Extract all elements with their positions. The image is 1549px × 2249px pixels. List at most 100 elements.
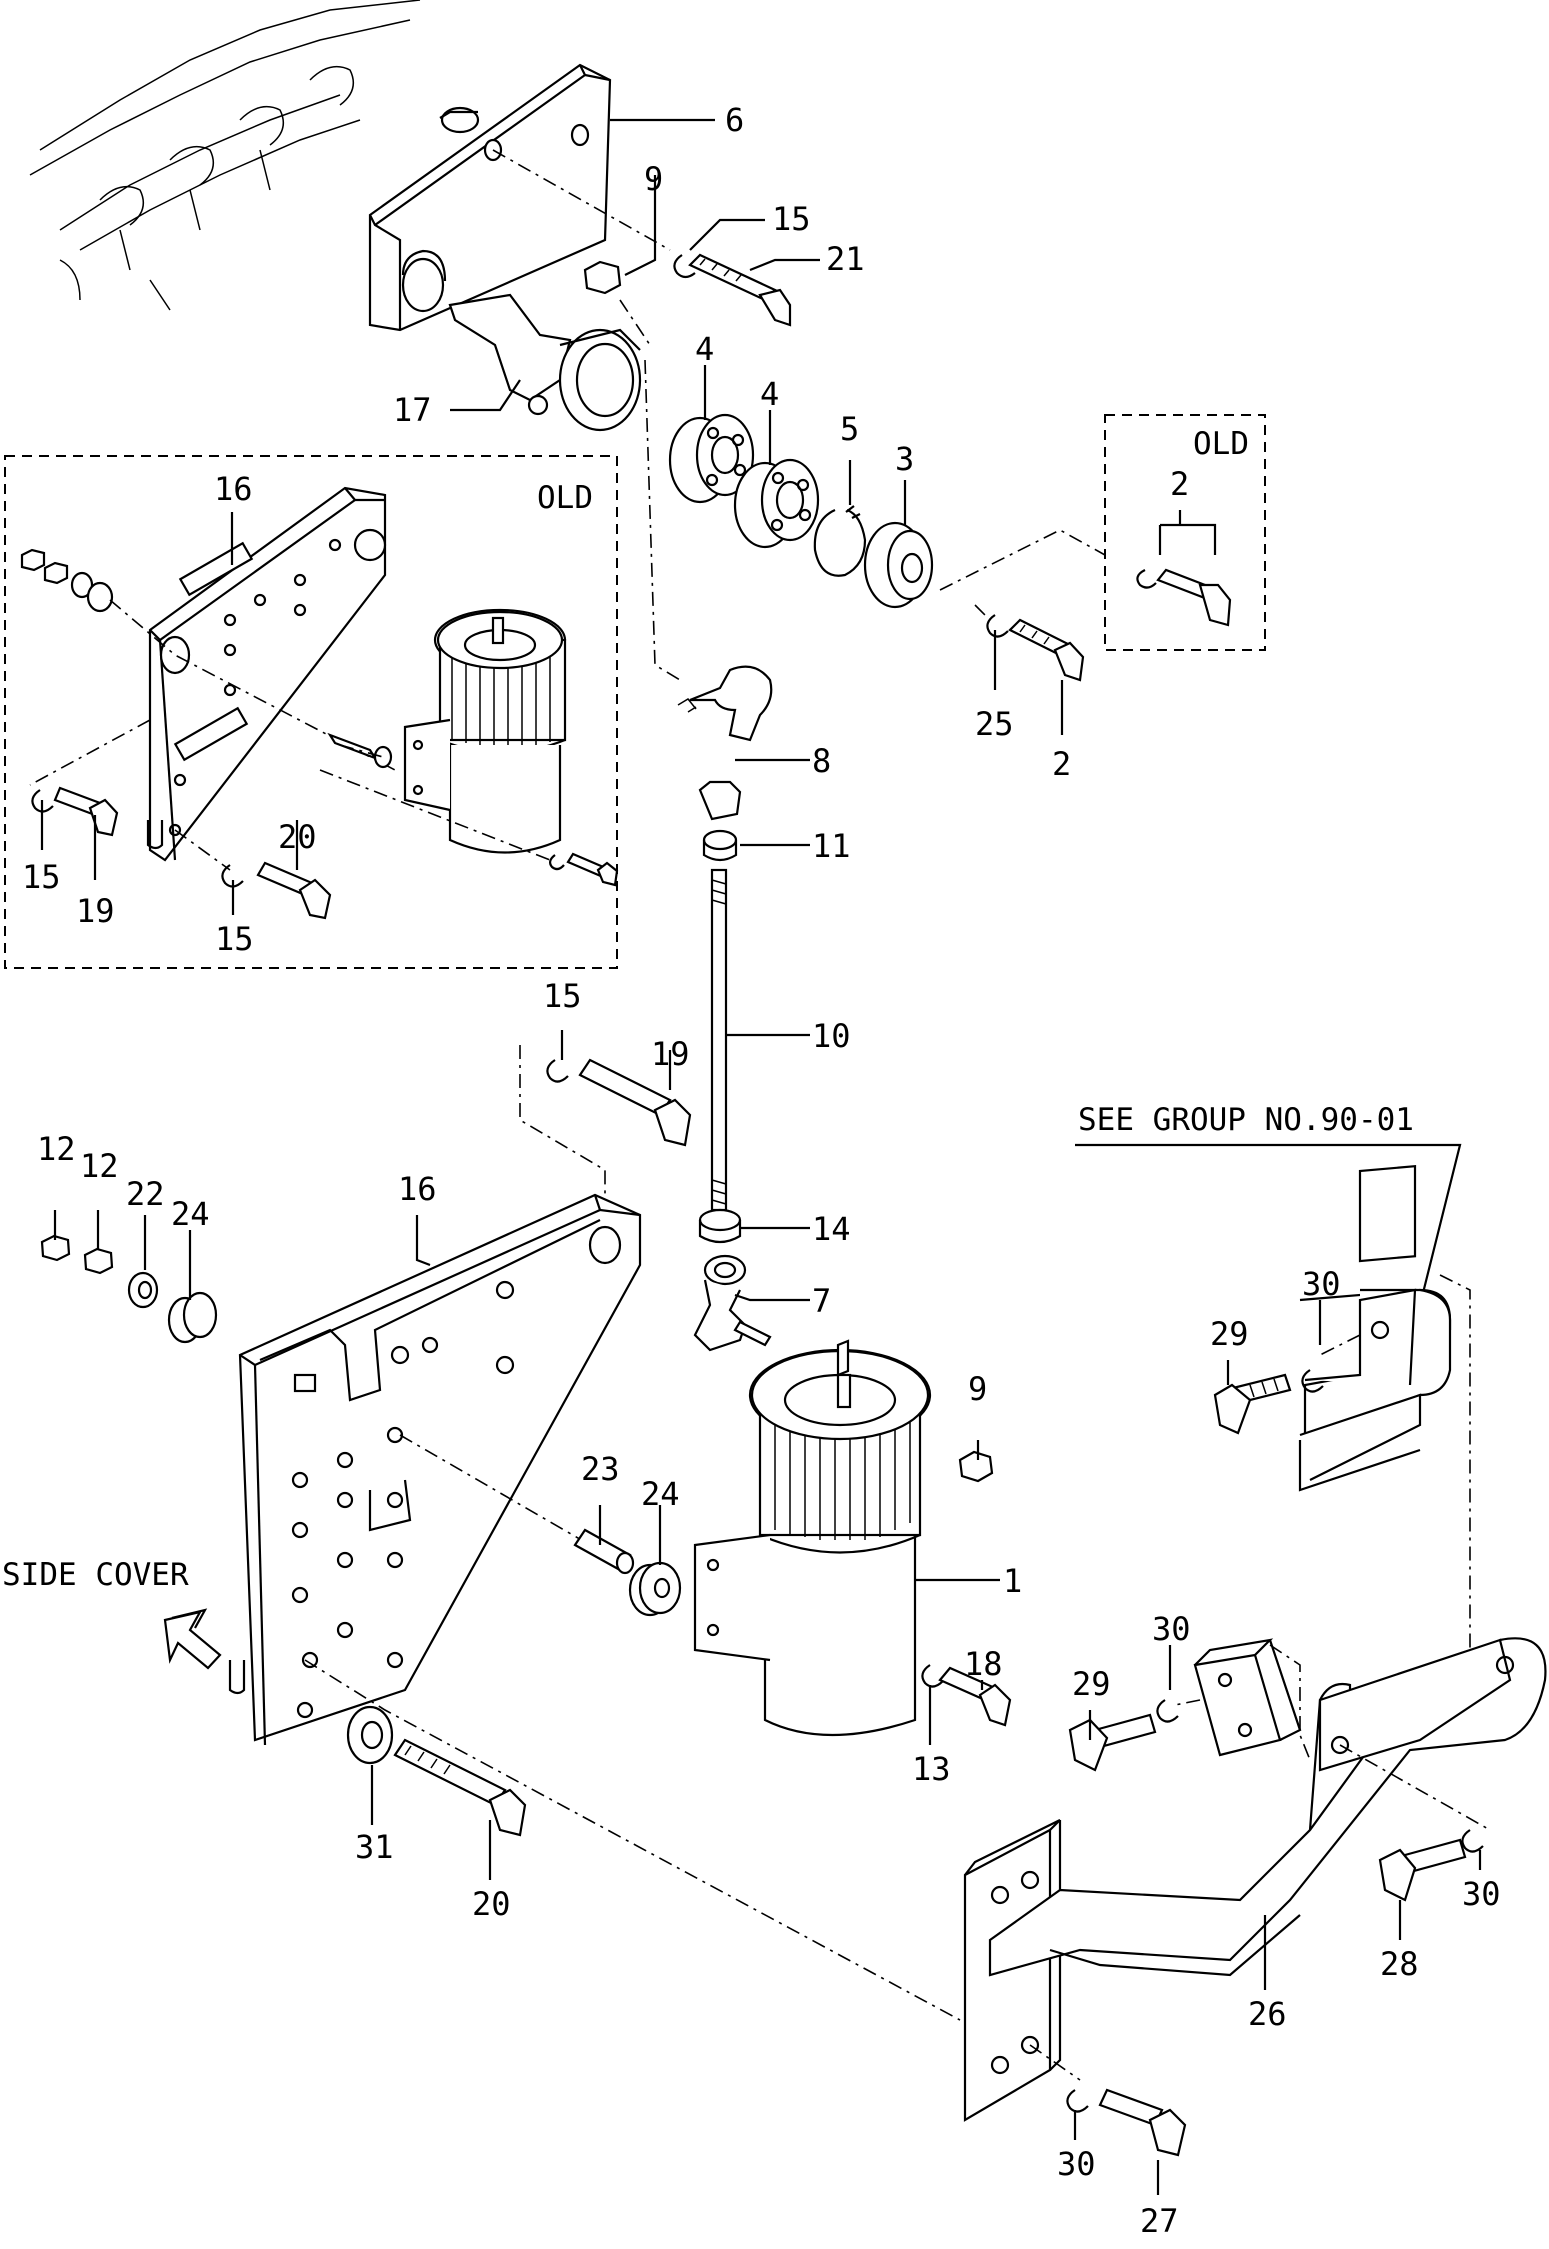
side-cover-note: SIDE COVER <box>2 1557 189 1593</box>
label-25: 25 <box>975 705 1014 743</box>
dashline-6 <box>492 149 671 251</box>
old-note-top: OLD <box>1193 426 1249 462</box>
nut-9-top <box>583 260 622 295</box>
label-26: 26 <box>1248 1995 1287 2033</box>
label-4a: 4 <box>695 330 714 368</box>
label-17: 17 <box>393 391 432 429</box>
cap-3 <box>863 521 934 609</box>
old-box-left <box>4 455 619 969</box>
bolt-18 <box>938 1666 1012 1727</box>
washer-22 <box>127 1271 159 1309</box>
label-30a: 30 <box>1302 1265 1341 1303</box>
label-12b: 12 <box>80 1147 119 1185</box>
label-15-top: 15 <box>772 200 811 238</box>
label-18: 18 <box>964 1645 1003 1683</box>
label-16: 16 <box>398 1170 437 1208</box>
rod-10 <box>710 868 728 1212</box>
bolt-29b <box>1068 1713 1157 1772</box>
bracket-plate-16 <box>228 1193 642 1746</box>
label-15-old-a: 15 <box>22 858 61 896</box>
label-29a: 29 <box>1210 1315 1249 1353</box>
label-27: 27 <box>1140 2202 1179 2240</box>
bolt-21 <box>688 253 792 327</box>
pin-23 <box>573 1528 635 1575</box>
label-24a: 24 <box>171 1195 210 1233</box>
dashline-plate <box>1269 1644 1311 1761</box>
label-20-old: 20 <box>278 818 317 856</box>
label-14: 14 <box>812 1210 851 1248</box>
actuator-1 <box>693 1339 932 1737</box>
label-5: 5 <box>840 410 859 448</box>
label-31: 31 <box>355 1828 394 1866</box>
snap-ring-30d <box>1066 2089 1089 2113</box>
label-28: 28 <box>1380 1945 1419 1983</box>
rod-end-7 <box>693 1254 772 1352</box>
label-15-old-b: 15 <box>215 920 254 958</box>
label-7: 7 <box>812 1282 831 1320</box>
label-11: 11 <box>812 827 851 865</box>
old-note-left: OLD <box>537 480 593 516</box>
label-13: 13 <box>912 1750 951 1788</box>
bolt-19 <box>578 1058 692 1147</box>
snap-ring-30c <box>1461 1829 1484 1853</box>
label-30b: 30 <box>1152 1610 1191 1648</box>
label-22: 22 <box>126 1175 165 1213</box>
bracket-plate-6 <box>368 63 612 332</box>
bracket-ref-upper <box>1298 1165 1452 1492</box>
label-24b: 24 <box>641 1475 680 1513</box>
label-15-mid: 15 <box>543 977 582 1015</box>
dashline-30d <box>1029 2044 1081 2081</box>
label-2-old: 2 <box>1170 465 1189 503</box>
label-29b: 29 <box>1072 1665 1111 1703</box>
engine-block-outline <box>29 0 421 311</box>
bracket-26 <box>963 1637 1547 2122</box>
dashline-25 <box>974 604 991 621</box>
washer-31 <box>346 1705 394 1765</box>
bolt-2 <box>1008 618 1085 682</box>
plate-30b <box>1193 1638 1302 1757</box>
label-2: 2 <box>1052 745 1071 783</box>
side-cover-arrow <box>163 1608 222 1670</box>
nut-9-mid <box>958 1450 994 1483</box>
snap-ring-15-mid <box>546 1059 569 1083</box>
snap-ring-30a <box>1301 1369 1324 1393</box>
lever-arm-17 <box>448 293 642 432</box>
label-4b: 4 <box>760 375 779 413</box>
bolt-27 <box>1098 2088 1187 2157</box>
label-19-old: 19 <box>76 892 115 930</box>
spacer-24a <box>167 1291 218 1344</box>
spacer-24b <box>628 1561 682 1617</box>
label-9-mid: 9 <box>968 1370 987 1408</box>
see-group-note: SEE GROUP NO.90-01 <box>1078 1102 1414 1138</box>
dashline-9 <box>619 299 651 346</box>
label-20: 20 <box>472 1885 511 1923</box>
label-21: 21 <box>826 240 865 278</box>
rod-end-8 <box>677 665 773 821</box>
label-9-top: 9 <box>644 160 663 198</box>
bolt-28 <box>1378 1838 1467 1902</box>
dashline-3 <box>939 529 1106 591</box>
nut-12b <box>83 1247 114 1275</box>
dashline-23 <box>399 1434 591 1546</box>
label-1: 1 <box>1003 1562 1022 1600</box>
label-16-old: 16 <box>214 470 253 508</box>
label-19: 19 <box>651 1035 690 1073</box>
dashline-30b <box>1174 1699 1201 1706</box>
label-3: 3 <box>895 440 914 478</box>
dashline-arm-8 <box>644 359 681 681</box>
bearing-4a <box>668 413 755 504</box>
snap-ring-13 <box>921 1664 944 1688</box>
see-group-leader <box>1075 1143 1462 1306</box>
label-6: 6 <box>725 101 744 139</box>
snap-ring-5 <box>813 505 867 577</box>
bolt-29a <box>1213 1373 1292 1435</box>
snap-ring-15-top <box>673 254 696 279</box>
bolt-20 <box>393 1738 527 1837</box>
label-23: 23 <box>581 1450 620 1488</box>
old-box-top-right <box>1104 414 1266 651</box>
label-30c: 30 <box>1462 1875 1501 1913</box>
leader-lines <box>40 118 1482 2195</box>
label-8: 8 <box>812 742 831 780</box>
label-12a: 12 <box>37 1130 76 1168</box>
